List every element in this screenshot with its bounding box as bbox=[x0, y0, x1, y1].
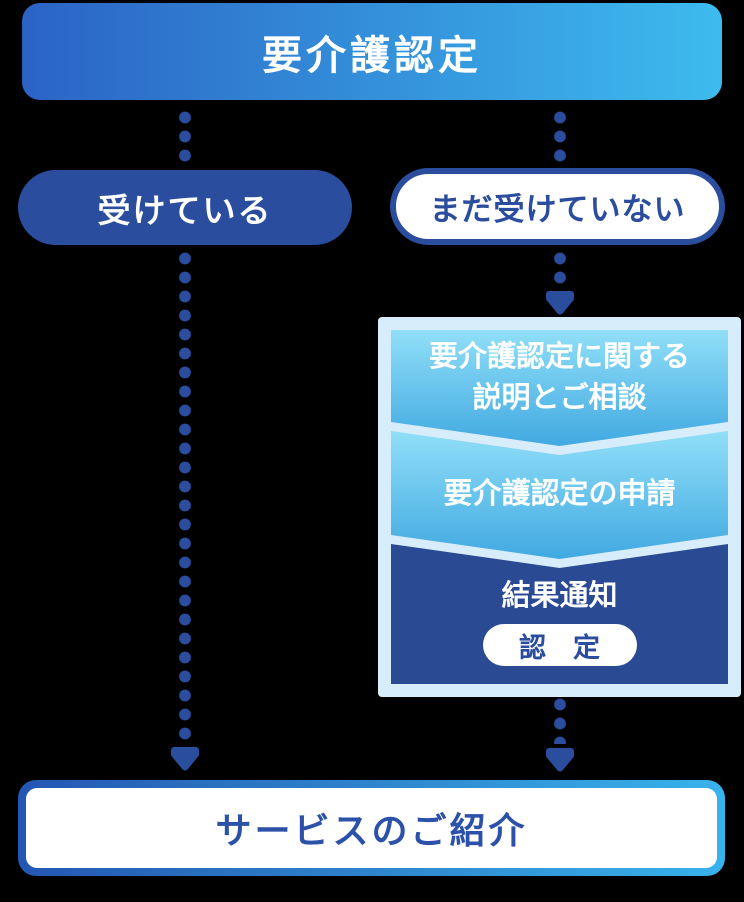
dotted-connector-right-bottom bbox=[554, 698, 566, 744]
step-application: 要介護認定の申請 bbox=[391, 431, 728, 559]
end-node: サービスのご紹介 bbox=[18, 780, 725, 876]
step-consultation-line2: 説明とご相談 bbox=[472, 380, 647, 414]
step-result: 結果通知 認 定 bbox=[391, 544, 728, 684]
dotted-connector-right-top bbox=[554, 111, 566, 167]
step-consultation: 要介護認定に関する 説明とご相談 bbox=[391, 330, 728, 446]
certification-steps-box: 要介護認定に関する 説明とご相談 要介護認定の申請 結果通知 認 定 bbox=[378, 317, 741, 697]
dotted-connector-left-main bbox=[179, 252, 191, 744]
dotted-connector-left-top bbox=[179, 111, 191, 167]
end-node-inner: サービスのご紹介 bbox=[26, 788, 717, 868]
dotted-connector-right-mid bbox=[554, 252, 566, 290]
arrow-down-icon bbox=[171, 747, 199, 771]
certified-badge: 認 定 bbox=[482, 624, 637, 666]
step-result-label: 結果通知 bbox=[501, 578, 618, 612]
end-node-label: サービスのご紹介 bbox=[215, 811, 528, 852]
start-node-label: 要介護認定 bbox=[262, 32, 482, 79]
branch-not-received-pill: まだ受けていない bbox=[390, 168, 725, 245]
step-application-label: 要介護認定の申請 bbox=[443, 476, 676, 510]
step-consultation-line1: 要介護認定に関する bbox=[428, 339, 690, 373]
arrow-down-icon bbox=[546, 748, 574, 772]
branch-received-pill: 受けている bbox=[18, 170, 352, 245]
arrow-down-icon bbox=[546, 291, 574, 315]
branch-not-received-label: まだ受けていない bbox=[429, 192, 686, 228]
start-node: 要介護認定 bbox=[22, 3, 722, 100]
branch-received-label: 受けている bbox=[97, 190, 273, 230]
